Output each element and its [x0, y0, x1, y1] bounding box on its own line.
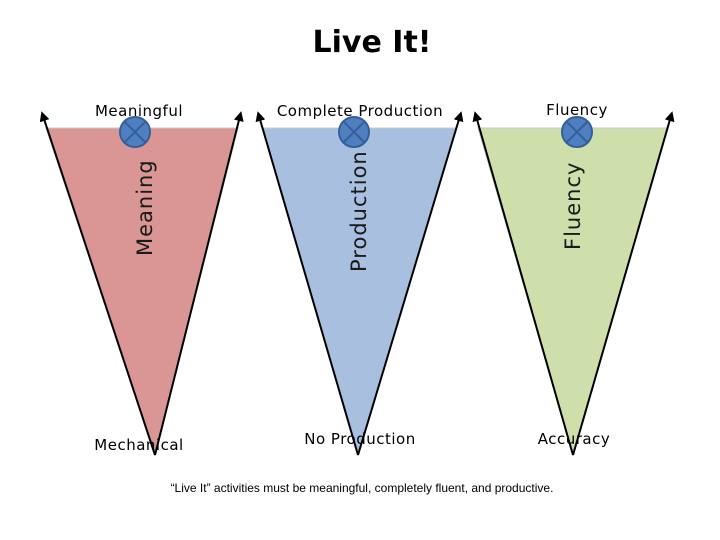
fluency-bottom-label: Accuracy	[538, 430, 610, 448]
production-marker-cross-b	[342, 120, 366, 144]
meaning-cone-right-arrow	[154, 111, 244, 456]
fluency-axis-label: Fluency	[561, 162, 585, 250]
meaning-cone-left-arrow	[39, 111, 156, 456]
meaning-axis-label: Meaning	[133, 159, 157, 256]
production-top-label: Complete Production	[277, 102, 443, 120]
meaning-bottom-label: Mechanical	[94, 436, 183, 454]
page-title: Live It!	[313, 25, 432, 60]
production-marker-x-circle-icon	[338, 116, 370, 148]
meaning-marker-cross-b	[123, 120, 147, 144]
meaning-marker-x-circle-icon	[119, 116, 151, 148]
fluency-cone: Fluency Fluency Accuracy	[472, 101, 675, 457]
production-cone: Production Complete Production No Produc…	[255, 102, 464, 457]
caption: “Live It” activities must be meaningful,…	[171, 481, 554, 495]
meaning-top-label: Meaningful	[95, 102, 183, 120]
fluency-cone-left-arrow	[472, 111, 574, 456]
fluency-top-label: Fluency	[546, 101, 608, 119]
production-axis-label: Production	[347, 150, 371, 272]
meaning-cone: Meaning Meaningful Mechanical	[39, 102, 244, 457]
production-cone-left-arrow	[255, 111, 359, 456]
fluency-marker-cross-b	[565, 120, 589, 144]
fluency-cone-right-arrow	[572, 111, 675, 456]
fluency-marker-x-circle-icon	[561, 116, 593, 148]
production-bottom-label: No Production	[304, 430, 415, 448]
production-cone-right-arrow	[357, 111, 464, 456]
